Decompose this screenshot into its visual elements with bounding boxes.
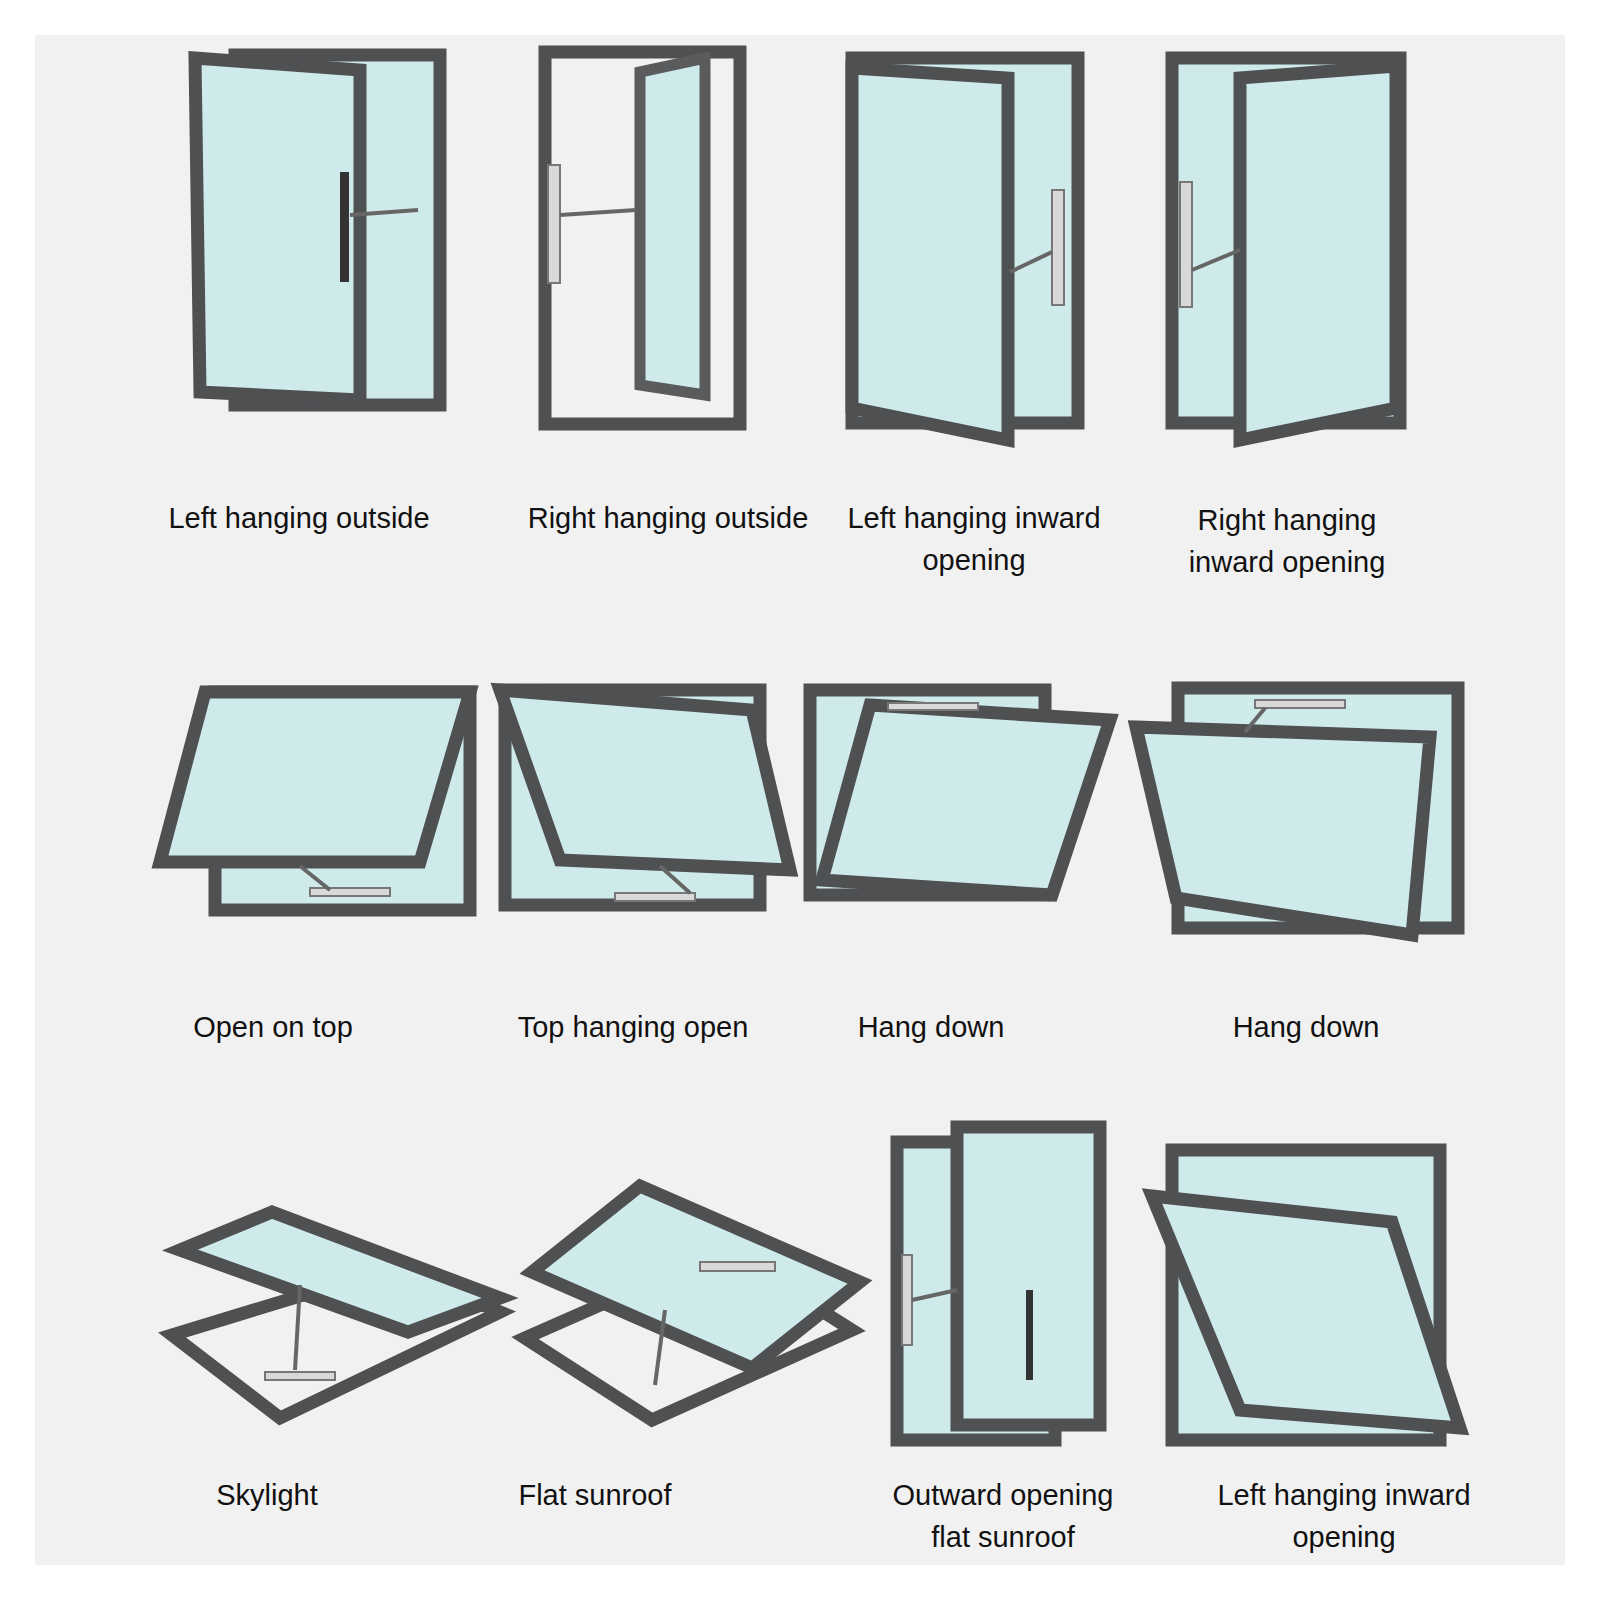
window-type-label: Flat sunroof — [445, 1474, 745, 1516]
skylight-window — [525, 1186, 860, 1420]
window-type-label: Skylight — [117, 1474, 417, 1516]
hopper-window — [1136, 688, 1458, 935]
window-type-label: Left hanging outside — [109, 497, 489, 539]
parallel-window — [897, 1127, 1100, 1440]
window-type-label: Open on top — [83, 1006, 463, 1048]
casement-window — [852, 58, 1078, 440]
window-type-label: Left hanging inward opening — [843, 497, 1105, 581]
skylight-window — [172, 1212, 500, 1418]
tilt-window — [1152, 1150, 1460, 1440]
awning-window — [160, 692, 470, 910]
window-type-label: Top hanging open — [443, 1006, 823, 1048]
window-type-label: Hang down — [781, 1006, 1081, 1048]
casement-window — [545, 52, 740, 424]
window-type-label: Left hanging inward opening — [1213, 1474, 1475, 1558]
window-type-label: Outward opening flat sunroof — [872, 1474, 1134, 1558]
window-type-label: Right hanging inward opening — [1156, 499, 1418, 583]
casement-window — [195, 55, 440, 405]
casement-window — [1172, 58, 1400, 440]
awning-window — [500, 690, 790, 905]
hopper-window — [810, 690, 1110, 895]
window-type-label: Hang down — [1156, 1006, 1456, 1048]
window-type-label: Right hanging outside — [478, 497, 858, 539]
